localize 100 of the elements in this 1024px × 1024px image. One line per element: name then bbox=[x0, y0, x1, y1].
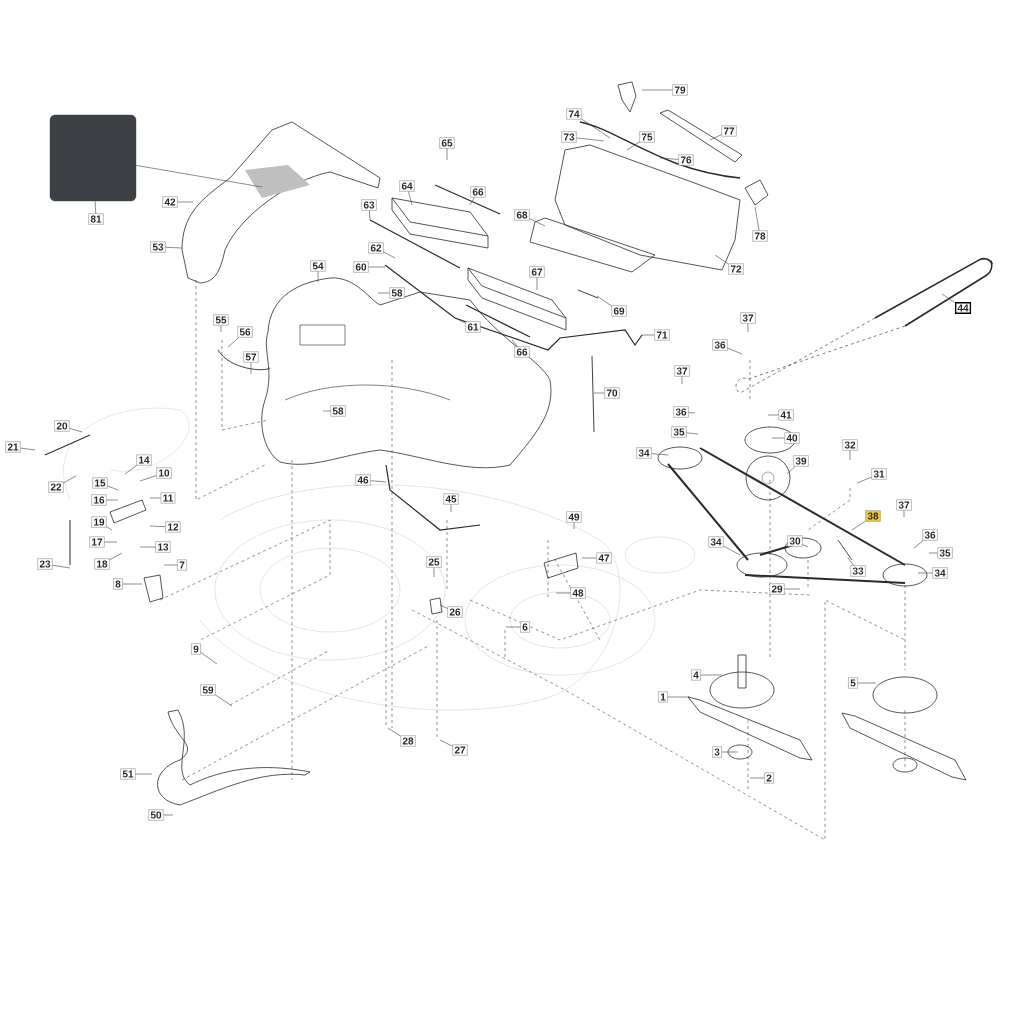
leader-line bbox=[135, 165, 263, 188]
leader-line bbox=[529, 218, 546, 227]
callout-number: 70 bbox=[604, 387, 620, 399]
leader-line bbox=[659, 157, 679, 160]
callout-number: 56 bbox=[237, 326, 253, 338]
leader-line bbox=[802, 544, 809, 548]
leader-line bbox=[408, 191, 413, 206]
callout-number: 16 bbox=[91, 494, 107, 506]
callout-number: 69 bbox=[611, 305, 627, 317]
decal-label bbox=[49, 114, 137, 202]
leader-line bbox=[220, 325, 222, 333]
leader-line bbox=[454, 317, 466, 324]
leader-line bbox=[754, 206, 760, 231]
callout-number: 7 bbox=[177, 559, 187, 571]
callout-number: 34 bbox=[636, 447, 652, 459]
callout-number: 32 bbox=[842, 439, 858, 451]
leader-line bbox=[573, 522, 575, 530]
callout-number: 66 bbox=[470, 186, 486, 198]
leader-line bbox=[593, 392, 605, 394]
callout-number: 8 bbox=[113, 578, 123, 590]
callout-number: 1 bbox=[658, 691, 668, 703]
callout-number: 22 bbox=[48, 481, 64, 493]
leader-line bbox=[688, 412, 696, 414]
callout-number: 58 bbox=[330, 405, 346, 417]
leader-line bbox=[700, 674, 723, 676]
leader-line bbox=[784, 588, 801, 590]
leader-line bbox=[903, 510, 905, 518]
leader-line bbox=[368, 266, 386, 268]
leader-line bbox=[322, 410, 331, 412]
leader-line bbox=[124, 465, 137, 475]
callout-number: 47 bbox=[596, 552, 612, 564]
leader-line bbox=[317, 271, 319, 283]
callout-number: 77 bbox=[721, 125, 737, 137]
callout-number: 64 bbox=[399, 180, 415, 192]
leader-line bbox=[433, 567, 435, 578]
callout-number: 37 bbox=[896, 499, 912, 511]
callout-number: 42 bbox=[162, 196, 178, 208]
callout-number: 40 bbox=[784, 432, 800, 444]
callout-number: 57 bbox=[243, 351, 259, 363]
callout-number: 33 bbox=[850, 565, 866, 577]
leader-line bbox=[723, 545, 741, 556]
callout-number: 49 bbox=[566, 511, 582, 523]
leader-line bbox=[69, 427, 83, 433]
leader-line bbox=[856, 476, 872, 484]
callout-number: 44 bbox=[955, 302, 972, 314]
callout-number: 62 bbox=[368, 242, 384, 254]
callout-number: 79 bbox=[672, 84, 688, 96]
callout-number: 36 bbox=[673, 406, 689, 418]
leader-line bbox=[106, 526, 113, 531]
callout-number: 9 bbox=[191, 643, 201, 655]
callout-number: 60 bbox=[353, 261, 369, 273]
leader-line bbox=[227, 337, 239, 348]
callout-number: 20 bbox=[54, 420, 70, 432]
leader-line bbox=[686, 432, 699, 435]
leader-line bbox=[177, 201, 194, 203]
leader-line bbox=[200, 652, 218, 665]
leader-line bbox=[576, 137, 605, 142]
leader-line bbox=[709, 134, 722, 141]
callout-number: 37 bbox=[674, 365, 690, 377]
callout-number: 50 bbox=[148, 809, 164, 821]
leader-line bbox=[450, 504, 452, 513]
callout-number: 45 bbox=[443, 493, 459, 505]
callout-number: 63 bbox=[361, 199, 377, 211]
callout-number: 28 bbox=[400, 735, 416, 747]
leader-line bbox=[596, 295, 612, 307]
callout-number: 67 bbox=[529, 266, 545, 278]
callout-number: 21 bbox=[5, 441, 21, 453]
callout-number: 36 bbox=[712, 339, 728, 351]
leader-line bbox=[847, 557, 855, 566]
leader-line bbox=[536, 277, 538, 291]
leader-line bbox=[469, 197, 475, 206]
callout-number: 37 bbox=[740, 312, 756, 324]
callout-number: 41 bbox=[778, 409, 794, 421]
callout-number: 2 bbox=[764, 772, 774, 784]
leader-line bbox=[786, 466, 796, 475]
leader-line bbox=[139, 546, 156, 548]
callout-number: 3 bbox=[712, 746, 722, 758]
leader-line bbox=[377, 292, 390, 294]
callout-number: 30 bbox=[787, 535, 803, 547]
leader-line bbox=[109, 552, 123, 561]
leader-line bbox=[94, 200, 97, 214]
callout-number: 38 bbox=[865, 510, 881, 522]
callout-number: 74 bbox=[566, 108, 582, 120]
leader-line bbox=[771, 437, 785, 439]
leader-line bbox=[767, 414, 779, 416]
leader-line bbox=[383, 251, 396, 259]
leader-line bbox=[215, 694, 233, 707]
callout-number: 72 bbox=[728, 263, 744, 275]
callout-number: 53 bbox=[150, 241, 166, 253]
callout-number: 5 bbox=[848, 677, 858, 689]
leader-line bbox=[104, 541, 118, 543]
callout-number: 26 bbox=[447, 606, 463, 618]
leader-line bbox=[721, 751, 739, 753]
callout-number: 34 bbox=[708, 536, 724, 548]
callout-number: 19 bbox=[91, 516, 107, 528]
leader-line bbox=[52, 564, 71, 569]
callout-number: 76 bbox=[678, 154, 694, 166]
callout-number: 58 bbox=[389, 287, 405, 299]
leader-line bbox=[667, 696, 691, 698]
callout-number: 71 bbox=[654, 329, 670, 341]
